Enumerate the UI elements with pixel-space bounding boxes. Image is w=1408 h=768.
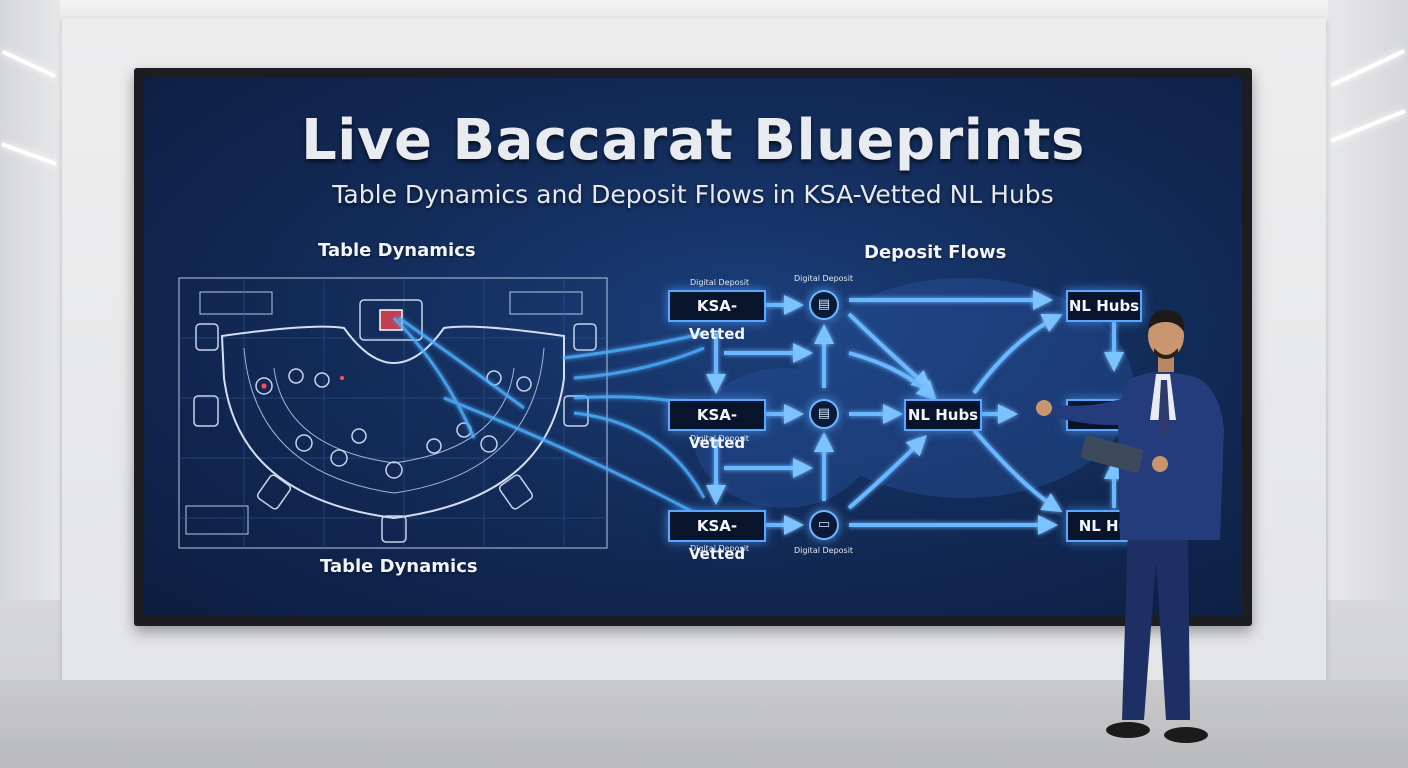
hub-caption-bottom: Digital Deposit [794,546,854,555]
nl-hubs-center-node: NL Hubs [904,399,982,431]
document-icon: ▤ [809,399,839,429]
screen-subtitle: Table Dynamics and Deposit Flows in KSA-… [332,180,1054,209]
ksa-vetted-node-1: KSA-Vetted [668,290,766,343]
table-dynamics-label-top: Table Dynamics [318,240,476,261]
nl-hubs-target-top: NL Hubs [1066,290,1142,322]
document-icon: ▤ [809,290,839,320]
screen-title: Live Baccarat Blueprints [301,108,1085,173]
display-screen: Live Baccarat Blueprints Table Dynamics … [144,78,1242,616]
digital-deposit-caption-1: Digital Deposit [690,278,750,287]
digital-deposit-caption-2: Digital Deposit [690,434,750,443]
hub-caption-top: Digital Deposit [794,274,854,283]
receipt-icon: ▭ [809,510,839,540]
ksa-vetted-node-3: KSA-Vetted [668,510,766,563]
flow-arrows [706,290,1124,535]
light-beams [392,316,706,520]
digital-deposit-caption-3: Digital Deposit [690,544,750,553]
presenter [1036,309,1224,743]
table-blueprint [178,277,608,549]
table-dynamics-label-bottom: Table Dynamics [320,556,478,577]
deposit-flows-label: Deposit Flows [864,242,1007,263]
right-wall [1328,0,1408,600]
left-wall [0,0,60,600]
ksa-vetted-node-2: KSA-Vetted [668,399,766,452]
